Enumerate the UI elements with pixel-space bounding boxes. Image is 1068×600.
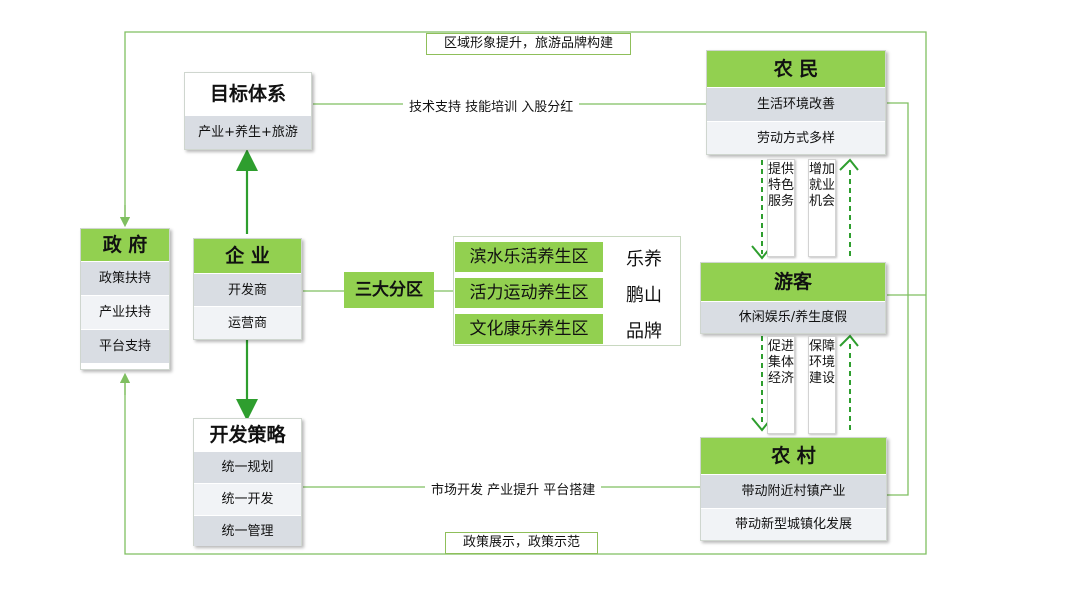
bottom-banner: 政策展示，政策示范 bbox=[445, 532, 598, 554]
strategy-item: 统一管理 bbox=[194, 515, 301, 546]
vertical-tag-promote-economy: 促进集体经济 bbox=[767, 336, 795, 434]
vertical-tag-ensure-environment: 保障环境建设 bbox=[808, 336, 836, 434]
farmer-item: 生活环境改善 bbox=[707, 87, 885, 121]
goal-system-title: 目标体系 bbox=[185, 73, 311, 115]
brand-char: 鹏山 bbox=[626, 285, 662, 306]
zone-item: 滨水乐活养生区 bbox=[454, 241, 604, 273]
farmer-title: 农 民 bbox=[707, 51, 885, 87]
government-item: 产业扶持 bbox=[81, 295, 169, 329]
village-item: 带动附近村镇产业 bbox=[701, 474, 886, 508]
farmer-item: 劳动方式多样 bbox=[707, 121, 885, 154]
outer-loop-line bbox=[124, 31, 927, 555]
farmer-box: 农 民 生活环境改善 劳动方式多样 bbox=[706, 50, 886, 155]
enterprise-item: 运营商 bbox=[194, 306, 301, 339]
three-zones-group: 滨水乐活养生区 活力运动养生区 文化康乐养生区 乐养 鹏山 品牌 bbox=[453, 236, 681, 346]
goal-system-box: 目标体系 产业+养生+旅游 bbox=[184, 72, 312, 150]
zone-item: 活力运动养生区 bbox=[454, 277, 604, 309]
vertical-tag-increase-jobs: 增加就业机会 bbox=[808, 159, 836, 257]
enterprise-title: 企 业 bbox=[194, 239, 301, 273]
link-label-bottom: 市场开发 产业提升 平台搭建 bbox=[425, 479, 602, 498]
tourist-title: 游客 bbox=[701, 263, 885, 301]
government-item: 平台支持 bbox=[81, 329, 169, 363]
tourist-box: 游客 休闲娱乐/养生度假 bbox=[700, 262, 886, 334]
enterprise-item: 开发商 bbox=[194, 273, 301, 306]
village-box: 农 村 带动附近村镇产业 带动新型城镇化发展 bbox=[700, 437, 887, 541]
zone-item: 文化康乐养生区 bbox=[454, 313, 604, 345]
goal-system-item: 产业+养生+旅游 bbox=[185, 115, 311, 149]
brand-char: 品牌 bbox=[626, 321, 662, 342]
village-title: 农 村 bbox=[701, 438, 886, 474]
brand-char: 乐养 bbox=[626, 249, 662, 270]
strategy-box: 开发策略 统一规划 统一开发 统一管理 bbox=[193, 418, 302, 546]
government-box: 政 府 政策扶持 产业扶持 平台支持 bbox=[80, 228, 170, 370]
top-banner: 区域形象提升，旅游品牌构建 bbox=[426, 33, 631, 55]
strategy-item: 统一规划 bbox=[194, 451, 301, 483]
strategy-item: 统一开发 bbox=[194, 483, 301, 515]
right-bracket-line bbox=[887, 102, 909, 496]
government-title: 政 府 bbox=[81, 229, 169, 261]
link-label-top: 技术支持 技能培训 入股分红 bbox=[403, 96, 580, 115]
tourist-item: 休闲娱乐/养生度假 bbox=[701, 301, 885, 333]
vertical-tag-provide-services: 提供特色服务 bbox=[767, 159, 795, 257]
government-item: 政策扶持 bbox=[81, 261, 169, 295]
strategy-title: 开发策略 bbox=[194, 419, 301, 451]
three-zones-label: 三大分区 bbox=[344, 272, 434, 308]
village-item: 带动新型城镇化发展 bbox=[701, 508, 886, 540]
enterprise-box: 企 业 开发商 运营商 bbox=[193, 238, 302, 340]
